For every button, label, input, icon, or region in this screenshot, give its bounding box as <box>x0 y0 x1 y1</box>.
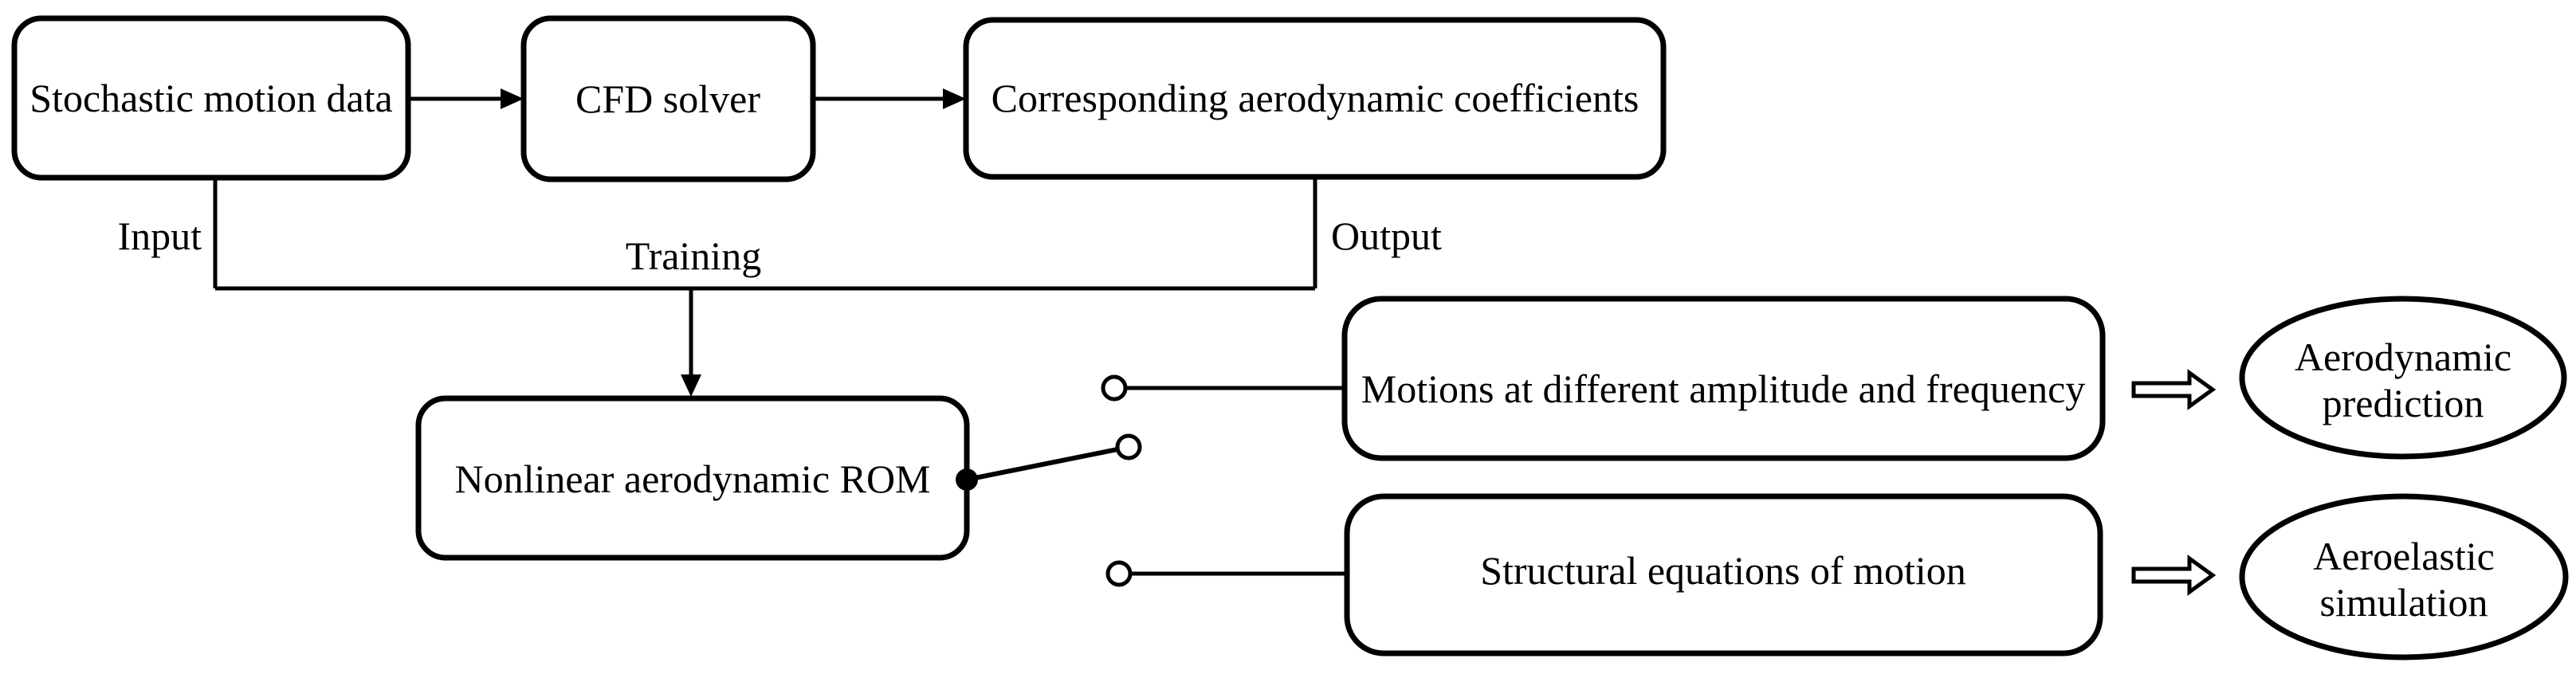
arrowhead-icon <box>943 88 966 109</box>
double-arrow-simulation-icon <box>2131 555 2217 596</box>
selector-switch <box>956 374 1142 587</box>
aerodynamic-coefficients-label: Corresponding aerodynamic coefficients <box>992 76 1639 120</box>
stochastic-motion-data-node: Stochastic motion data <box>11 15 411 181</box>
double-arrow-prediction-icon <box>2131 369 2217 410</box>
switch-contact-bottom-icon <box>1105 560 1133 587</box>
switch-arm <box>966 447 1118 482</box>
switch-contact-top-icon <box>1101 374 1128 402</box>
input-edge-label: Input <box>117 214 202 258</box>
aeroelastic-simulation-label-line2: simulation <box>2319 580 2488 625</box>
aeroelastic-simulation-node: Aeroelastic simulation <box>2239 493 2569 660</box>
cfd-solver-node: CFD solver <box>520 15 816 182</box>
aerodynamic-coefficients-node: Corresponding aerodynamic coefficients <box>963 17 1667 180</box>
nonlinear-rom-label: Nonlinear aerodynamic ROM <box>454 457 930 501</box>
motions-box <box>1341 296 2106 461</box>
arrowhead-icon <box>501 88 524 109</box>
aerodynamic-prediction-label-line1: Aerodynamic <box>2295 335 2511 379</box>
aerodynamic-prediction-node: Aerodynamic prediction <box>2239 296 2567 460</box>
switch-arm-tip-icon <box>1115 433 1142 460</box>
nonlinear-rom-node: Nonlinear aerodynamic ROM <box>415 395 970 561</box>
stochastic-motion-data-label: Stochastic motion data <box>29 76 392 120</box>
aerodynamic-prediction-label-line2: prediction <box>2323 381 2484 425</box>
motions-label: Motions at different amplitude and frequ… <box>1361 366 2086 411</box>
training-edge-label: Training <box>626 233 761 278</box>
structural-equations-box <box>1344 493 2103 656</box>
arrow-training-to-rom <box>681 288 701 397</box>
aeroelastic-simulation-ellipse <box>2239 493 2569 660</box>
aerodynamic-prediction-ellipse <box>2239 296 2567 460</box>
motions-node: Motions at different amplitude and frequ… <box>1341 296 2106 461</box>
structural-equations-label: Structural equations of motion <box>1480 548 1966 593</box>
structural-equations-node: Structural equations of motion <box>1344 493 2103 656</box>
arrow-cfd-to-coefficients <box>813 88 966 109</box>
cfd-solver-label: CFD solver <box>575 76 760 121</box>
aerodynamic-coefficients-box <box>963 17 1667 180</box>
arrow-stochastic-to-cfd <box>408 88 524 109</box>
output-edge-label: Output <box>1331 214 1442 258</box>
aeroelastic-simulation-label-line1: Aeroelastic <box>2313 534 2495 578</box>
arrowhead-icon <box>681 374 701 397</box>
